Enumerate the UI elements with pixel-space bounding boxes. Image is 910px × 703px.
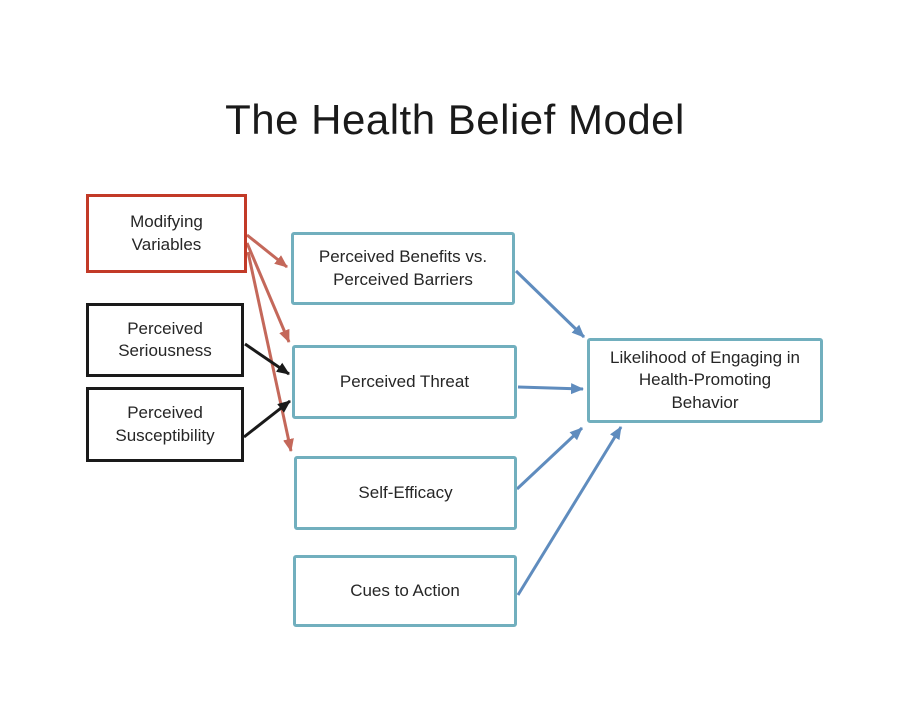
node-perceived-benefits-vs-barriers-label: Perceived Benefits vs. Perceived Barrier…	[318, 247, 488, 289]
node-perceived-seriousness: Perceived Seriousness	[86, 303, 244, 377]
arrow-modifying-to-self_efficacy	[246, 251, 294, 452]
node-self-efficacy: Self-Efficacy	[294, 456, 517, 530]
node-likelihood-of-engaging: Likelihood of Engaging in Health-Promoti…	[587, 338, 823, 423]
arrow-modifying-to-threat	[245, 242, 291, 343]
node-modifying-variables-label: Modifying Variables	[130, 212, 203, 254]
arrow-self_efficacy-to-likelihood	[515, 426, 584, 491]
node-perceived-susceptibility: Perceived Susceptibility	[86, 387, 244, 462]
node-perceived-susceptibility-label: Perceived Susceptibility	[115, 403, 215, 445]
arrow-susceptibility-to-threat	[243, 399, 291, 439]
arrow-cues-to-likelihood	[516, 426, 623, 596]
arrow-benefits-to-likelihood	[514, 269, 586, 339]
node-perceived-seriousness-label: Perceived Seriousness	[118, 318, 212, 360]
node-modifying-variables: Modifying Variables	[86, 194, 247, 273]
arrow-modifying-to-benefits	[246, 233, 288, 269]
node-cues-to-action-label: Cues to Action	[350, 580, 460, 600]
arrow-seriousness-to-threat	[244, 342, 290, 376]
node-self-efficacy-label: Self-Efficacy	[358, 482, 453, 502]
node-perceived-threat-label: Perceived Threat	[339, 371, 470, 391]
connection-arrows	[243, 233, 623, 596]
diagram-title: The Health Belief Model	[225, 96, 685, 143]
node-perceived-threat: Perceived Threat	[292, 345, 517, 419]
node-likelihood-of-engaging-label: Likelihood of Engaging in Health-Promoti…	[610, 347, 800, 412]
node-cues-to-action: Cues to Action	[293, 555, 517, 627]
node-perceived-benefits-vs-barriers: Perceived Benefits vs. Perceived Barrier…	[291, 232, 515, 305]
arrow-threat-to-likelihood	[517, 383, 584, 395]
